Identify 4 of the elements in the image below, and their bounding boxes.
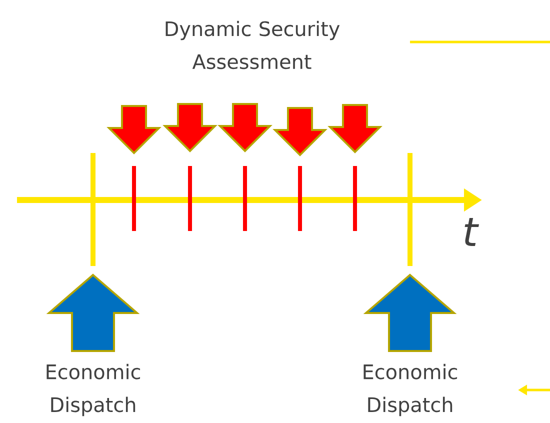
caption-text: Economic Dispatch — [46, 364, 140, 416]
axis-label: t — [464, 218, 480, 246]
caption-text: Economic Dispatch — [364, 364, 458, 416]
title-text: Dynamic Security Assessment — [166, 20, 340, 70]
